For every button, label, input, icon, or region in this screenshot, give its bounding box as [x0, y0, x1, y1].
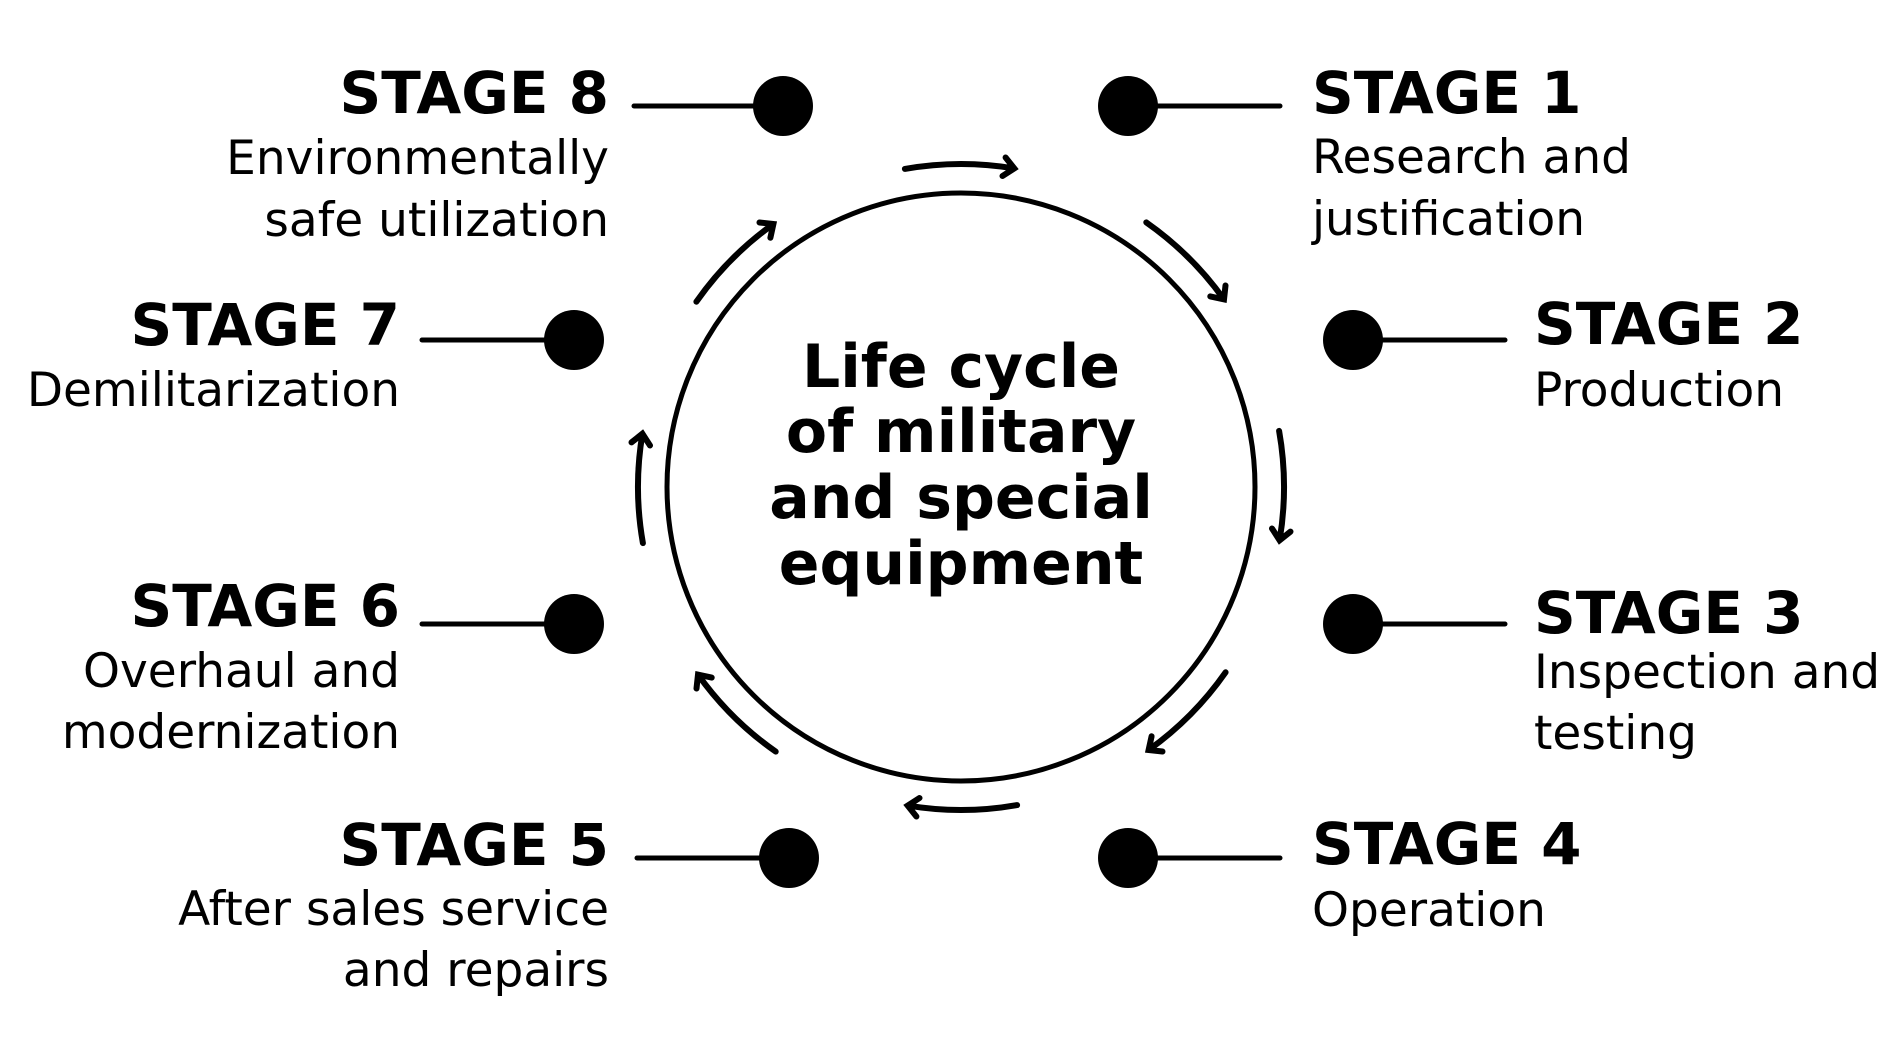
stage-2-node-dot [1323, 310, 1383, 370]
stage-2: STAGE 2 Production [1323, 290, 1804, 418]
cycle-arrow-5-icon [903, 795, 1021, 820]
stage-6-node-dot [544, 594, 604, 654]
center-title-line-2: of military [786, 397, 1136, 467]
stage-1-description-line-1: Research and [1312, 130, 1631, 185]
stage-7-label: STAGE 7 [131, 291, 401, 359]
stage-3-label: STAGE 3 [1534, 579, 1804, 647]
stage-7: STAGE 7 Demilitarization [27, 291, 604, 418]
stage-1-label: STAGE 1 [1312, 59, 1582, 127]
stage-1: STAGE 1 Research and justification [1098, 59, 1631, 247]
stage-5-label: STAGE 5 [340, 811, 610, 879]
center-title-line-4: equipment [779, 529, 1143, 599]
stage-4-description-line-1: Operation [1312, 883, 1546, 938]
stage-5-description-line-1: After sales service [178, 882, 609, 937]
stage-5-node-dot [759, 828, 819, 888]
main-cycle-circle [664, 190, 1258, 784]
center-title: Life cycle of military and special equip… [769, 332, 1153, 599]
cycle-arrow-2-icon [1143, 219, 1229, 304]
stage-6-description-line-1: Overhaul and [83, 644, 400, 699]
stage-4: STAGE 4 Operation [1098, 810, 1582, 938]
cycle-arrows [628, 154, 1294, 820]
cycle-arrow-7-icon [628, 429, 653, 547]
stage-6-description-line-2: modernization [62, 705, 400, 760]
stage-8-label: STAGE 8 [340, 59, 610, 127]
stage-6: STAGE 6 Overhaul and modernization [62, 572, 604, 760]
stage-2-label: STAGE 2 [1534, 290, 1804, 358]
stage-4-node-dot [1098, 828, 1158, 888]
stage-8-description-line-2: safe utilization [264, 193, 609, 248]
center-title-line-1: Life cycle [802, 332, 1120, 402]
stage-1-description-line-2: justification [1311, 192, 1585, 247]
center-title-line-3: and special [769, 463, 1153, 533]
cycle-arrow-8-icon [693, 219, 778, 305]
stage-8-description-line-1: Environmentally [226, 131, 609, 186]
stage-8-node-dot [753, 76, 813, 136]
stage-7-description-line-1: Demilitarization [27, 363, 400, 418]
stage-5-description-line-2: and repairs [343, 943, 609, 998]
cycle-arrow-1-icon [901, 154, 1019, 179]
cycle-arrow-3-icon [1269, 427, 1294, 545]
stage-3-node-dot [1323, 594, 1383, 654]
cycle-arrow-4-icon [1144, 669, 1229, 755]
stage-5: STAGE 5 After sales service and repairs [178, 811, 819, 998]
stage-8: STAGE 8 Environmentally safe utilization [226, 59, 813, 248]
cycle-arrow-6-icon [693, 670, 779, 755]
stage-2-description-line-1: Production [1534, 363, 1784, 418]
stage-4-label: STAGE 4 [1312, 810, 1582, 878]
stage-3-description-line-2: testing [1534, 706, 1697, 761]
stage-3-description-line-1: Inspection and [1534, 645, 1880, 700]
stage-3: STAGE 3 Inspection and testing [1323, 579, 1880, 761]
stage-6-label: STAGE 6 [131, 572, 401, 640]
stage-1-node-dot [1098, 76, 1158, 136]
stage-7-node-dot [544, 310, 604, 370]
